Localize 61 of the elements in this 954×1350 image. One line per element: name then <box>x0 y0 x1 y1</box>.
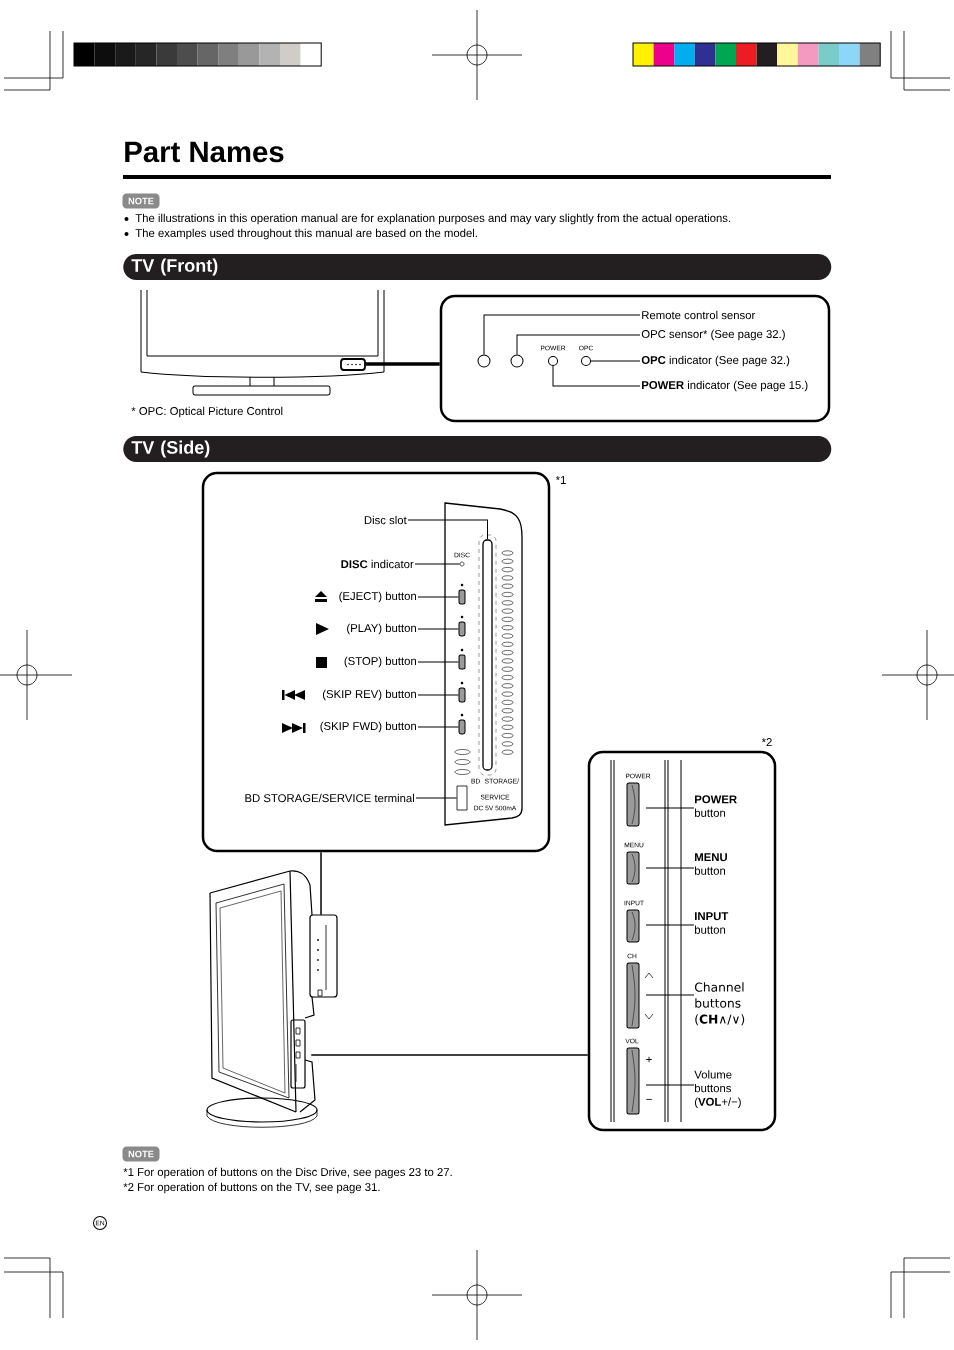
leader-line <box>407 519 488 540</box>
leader-line <box>645 867 695 869</box>
drive-button <box>458 687 466 703</box>
disc-slot <box>482 539 493 771</box>
part-label: (PLAY) button <box>347 623 416 635</box>
leader-line <box>483 314 641 355</box>
leader-line <box>645 807 695 809</box>
part-label: Remote control sensor <box>642 310 756 320</box>
tv-front-drawing <box>140 289 385 396</box>
section-band: TV (Front) <box>123 254 832 280</box>
footnote-mark: *1 <box>555 476 566 484</box>
footnote: * OPC: Optical Picture Control <box>131 406 283 418</box>
panel-marking: − <box>646 1098 652 1100</box>
leader-line <box>417 694 459 696</box>
part-label: Disc slot <box>364 515 407 525</box>
part-label: (SKIP FWD) button <box>320 721 416 733</box>
note-badge: NOTE <box>122 193 160 209</box>
leader-line <box>645 994 695 996</box>
note-badge: NOTE <box>122 1146 160 1162</box>
part-label: Channel buttons (CH∧/∨) <box>694 982 745 1026</box>
panel-marking: + <box>646 1056 652 1063</box>
page-title: Part Names <box>125 141 284 163</box>
leader-line <box>645 924 695 926</box>
part-label: (STOP) button <box>344 656 416 668</box>
part-label: Volume buttons (VOL+/−) <box>694 1070 741 1109</box>
part-label: DISC indicator <box>341 559 414 569</box>
leader-line <box>417 628 459 630</box>
leader-line <box>645 1084 695 1086</box>
part-label: OPC indicator (See page 32.) <box>641 355 790 367</box>
terminal-port <box>456 785 468 811</box>
part-label: POWER indicator (See page 15.) <box>642 380 808 392</box>
drive-button <box>458 589 466 605</box>
footnote: *1 For operation of buttons on the Disc Drive, see pages 23 to 27. <box>123 1167 452 1179</box>
part-label: MENU button <box>695 853 727 875</box>
connector-line <box>310 1054 589 1056</box>
footnote: *2 For operation of buttons on the TV, see page 31. <box>123 1182 380 1194</box>
connector-line <box>365 362 440 366</box>
note-text: The examples used throughout this manual are based on the model. <box>135 228 477 240</box>
leader-line <box>417 596 459 598</box>
drive-button <box>458 719 466 735</box>
drive-button <box>458 654 466 670</box>
leader-line <box>552 365 641 387</box>
part-label: (EJECT) button <box>339 591 416 603</box>
drive-button <box>458 621 466 637</box>
note-text: The illustrations in this operation manual are for explanation purposes and may vary slightly from the actual operations. <box>135 213 731 225</box>
part-label: BD STORAGE/SERVICE terminal <box>245 793 414 803</box>
part-label: INPUT button <box>695 912 729 934</box>
part-label: OPC sensor* (See page 32.) <box>641 329 785 341</box>
leader-line <box>417 726 459 728</box>
leader-line <box>417 661 459 663</box>
leader-line <box>590 360 641 362</box>
tv-side-drawing <box>206 870 338 1128</box>
leader-line <box>415 797 458 799</box>
footnote-mark: *2 <box>761 738 772 746</box>
part-label: POWER button <box>695 795 737 817</box>
section-band: TV (Side) <box>123 436 832 462</box>
leader-line <box>516 334 641 355</box>
connector-line <box>320 851 322 916</box>
leader-line <box>414 563 461 565</box>
indicator-light <box>459 561 465 567</box>
part-label: (SKIP REV) button <box>322 689 416 701</box>
